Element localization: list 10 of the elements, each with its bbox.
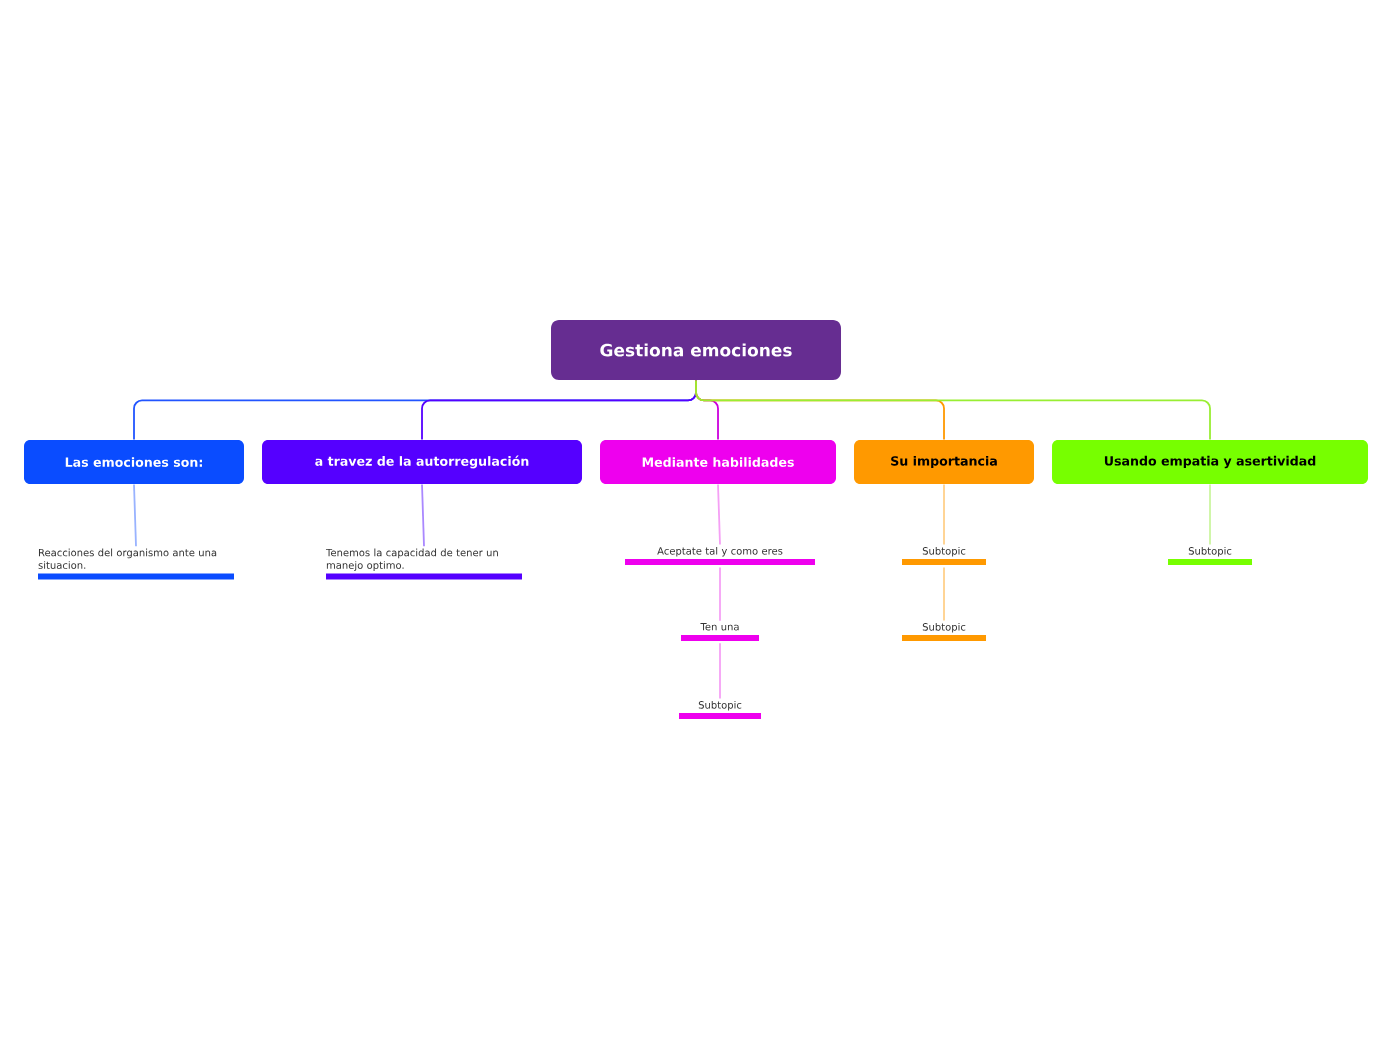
- connector-line: [695, 379, 1211, 441]
- connector-line: [719, 642, 721, 700]
- connector-line: [943, 566, 945, 622]
- connector-line: [421, 483, 425, 548]
- connector-line: [943, 483, 945, 546]
- central-topic-box: Gestiona emociones: [551, 320, 841, 380]
- connector-line: [719, 566, 721, 622]
- connector-line: [1209, 483, 1211, 546]
- connector-line: [717, 483, 721, 546]
- connector-line: [133, 483, 137, 548]
